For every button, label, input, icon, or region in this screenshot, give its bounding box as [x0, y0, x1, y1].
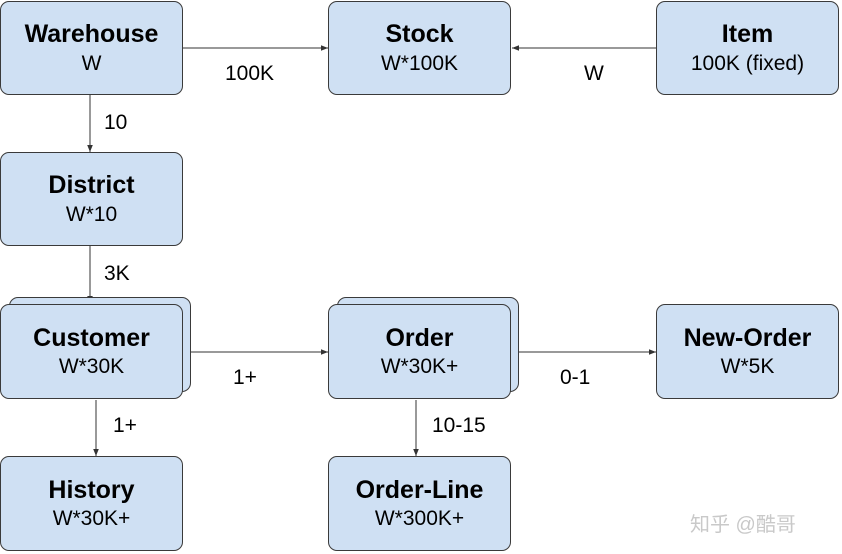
node-title: District	[48, 171, 135, 200]
node-cardinality: W*100K	[380, 51, 459, 75]
edge-label-warehouse-stock: 100K	[225, 62, 275, 85]
node-title: Warehouse	[24, 20, 159, 49]
node-cardinality: W*30K	[58, 355, 125, 379]
node-cardinality: W*10	[65, 202, 118, 226]
node-cardinality: 100K (fixed)	[690, 51, 805, 75]
node-history[interactable]: History W*30K+	[0, 456, 183, 551]
watermark: 知乎 @酷哥	[690, 514, 796, 536]
edge-label-item-stock: W	[584, 62, 604, 85]
node-stock[interactable]: Stock W*100K	[328, 1, 511, 95]
node-title: Order	[385, 323, 454, 352]
node-cardinality: W*30K+	[380, 355, 459, 379]
edge-label-district-customer: 3K	[104, 262, 130, 285]
edge-label-customer-order: 1+	[233, 366, 257, 389]
node-title: New-Order	[683, 323, 812, 352]
node-title: Order-Line	[355, 475, 484, 504]
edge-label-customer-history: 1+	[113, 414, 137, 437]
node-cardinality: W*300K+	[374, 507, 465, 531]
edge-label-order-order-line: 10-15	[432, 414, 486, 437]
node-order[interactable]: Order W*30K+	[328, 304, 511, 399]
node-title: Item	[721, 20, 774, 49]
edge-label-order-new-order: 0-1	[560, 366, 591, 389]
node-cardinality: W	[81, 51, 102, 75]
node-item[interactable]: Item 100K (fixed)	[656, 1, 839, 95]
node-title: Stock	[385, 20, 454, 49]
node-title: Customer	[33, 323, 150, 352]
node-title: History	[48, 475, 135, 504]
node-new-order[interactable]: New-Order W*5K	[656, 304, 839, 399]
node-order-line[interactable]: Order-Line W*300K+	[328, 456, 511, 551]
node-district[interactable]: District W*10	[0, 152, 183, 246]
node-cardinality: W*5K	[720, 355, 775, 379]
node-warehouse[interactable]: Warehouse W	[0, 1, 183, 95]
node-cardinality: W*30K+	[52, 507, 131, 531]
node-customer[interactable]: Customer W*30K	[0, 304, 183, 399]
edge-label-warehouse-district: 10	[104, 111, 128, 134]
